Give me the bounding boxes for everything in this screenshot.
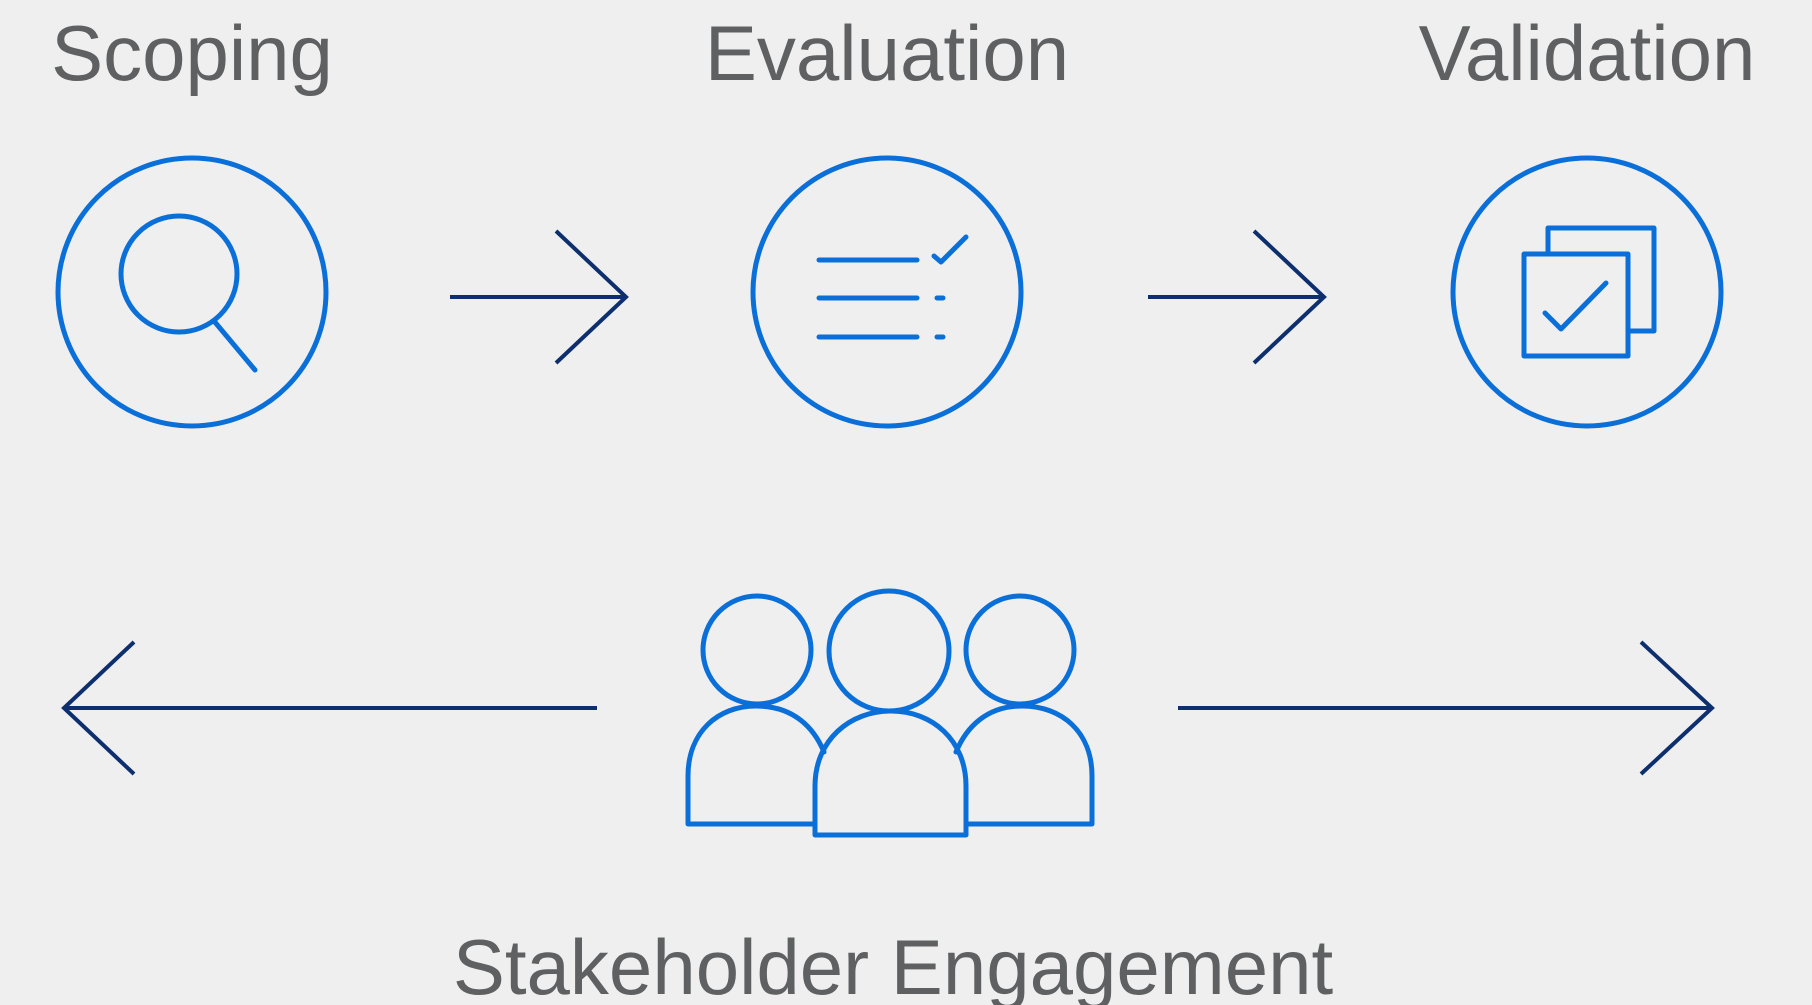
magnifier-icon [118, 213, 258, 373]
step-label-evaluation: Evaluation [705, 9, 1069, 97]
validated-documents-icon [1521, 225, 1657, 359]
evaluation-circle [750, 155, 1024, 429]
step-label-validation: Validation [1419, 9, 1756, 97]
checklist-icon [816, 234, 969, 340]
validation-step [1450, 155, 1724, 429]
arrow-left-icon [61, 640, 597, 776]
validation-circle [1450, 155, 1724, 429]
arrow-right-icon [450, 229, 629, 365]
scoping-step [55, 155, 329, 429]
evaluation-step [750, 155, 1024, 429]
people-group-icon [685, 588, 1095, 838]
arrow-right-icon [1148, 229, 1327, 365]
step-label-scoping: Scoping [51, 9, 333, 97]
arrow-right-icon [1178, 640, 1715, 776]
scoping-circle [55, 155, 329, 429]
stakeholder-engagement-label: Stakeholder Engagement [453, 923, 1334, 1005]
